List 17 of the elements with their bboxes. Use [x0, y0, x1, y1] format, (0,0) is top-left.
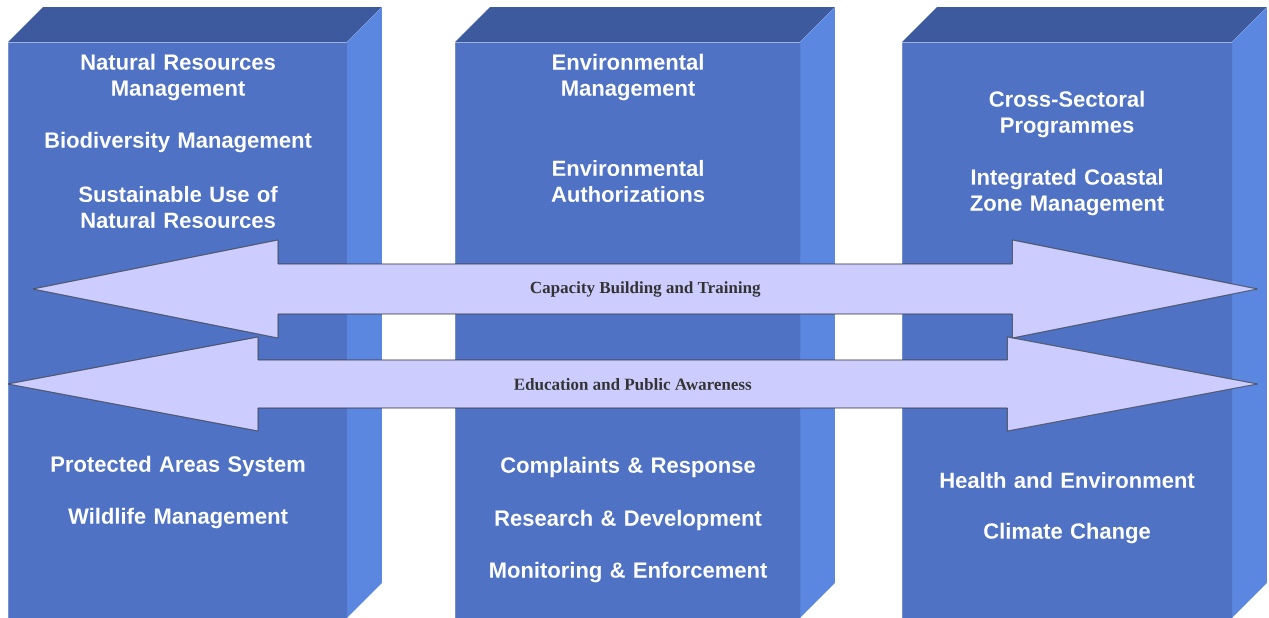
pillar-label: Research & Development — [495, 509, 762, 531]
pillar-label: Environmental Authorizations — [551, 159, 705, 203]
pillar-label: Complaints & Response — [501, 456, 755, 478]
pillar-label: Environmental Management — [553, 53, 703, 101]
pillar-label: Protected Areas System — [51, 455, 305, 477]
pillar-label: Health and Environment — [940, 471, 1195, 489]
pillar-label: Cross-Sectoral Programmes — [989, 90, 1144, 138]
arrow-label: Capacity Building and Training — [528, 280, 762, 298]
pillar-label: Integrated Coastal Zone Management — [970, 168, 1164, 216]
pillar-label: Sustainable Use of Natural Resources — [79, 185, 278, 229]
double-arrow — [7, 336, 1258, 432]
pillar-label: Natural Resources Management — [81, 53, 275, 101]
pillar-label: Monitoring & Enforcement — [490, 561, 768, 583]
pillar-label: Biodiversity Management — [45, 131, 312, 153]
pillar-label: Climate Change — [984, 522, 1150, 544]
double-arrow — [32, 239, 1258, 339]
pillar-label: Wildlife Management — [68, 507, 288, 529]
